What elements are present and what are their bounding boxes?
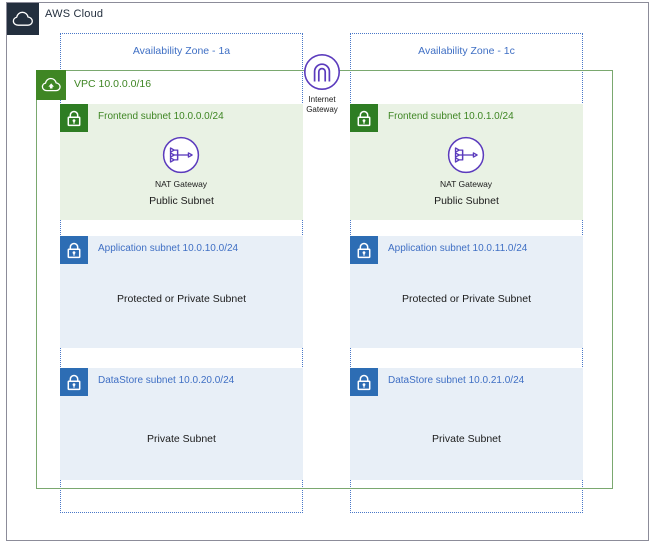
internet-gateway-label-line2: Gateway: [306, 105, 338, 114]
lock-icon: [60, 236, 88, 264]
subnet-frontend-1c-title: Frontend subnet 10.0.1.0/24: [388, 111, 514, 122]
subnet-datastore-1c: DataStore subnet 10.0.21.0/24 Private Su…: [350, 368, 583, 480]
subnet-datastore-1c-title: DataStore subnet 10.0.21.0/24: [388, 375, 525, 386]
subnet-datastore-1a: DataStore subnet 10.0.20.0/24 Private Su…: [60, 368, 303, 480]
lock-icon: [350, 368, 378, 396]
subnet-application-1c-kind: Protected or Private Subnet: [402, 293, 531, 305]
internet-gateway-icon: [303, 53, 341, 91]
nat-gateway-label-1c: NAT Gateway: [439, 179, 493, 189]
vpc-label: VPC 10.0.0.0/16: [74, 78, 152, 90]
subnet-datastore-1a-kind: Private Subnet: [147, 433, 216, 445]
subnet-datastore-1a-title: DataStore subnet 10.0.20.0/24: [98, 375, 235, 386]
nat-gateway-label-1a: NAT Gateway: [154, 179, 208, 189]
nat-gateway-node-1a: NAT Gateway: [146, 134, 216, 189]
nat-gateway-icon: [162, 136, 200, 174]
aws-cloud-label: AWS Cloud: [45, 8, 104, 20]
lock-icon: [350, 104, 378, 132]
lock-icon: [60, 104, 88, 132]
vpc-cloud-icon: [36, 70, 66, 100]
internet-gateway-label: Internet Gateway: [288, 95, 356, 115]
subnet-frontend-1c-kind: Public Subnet: [434, 195, 499, 207]
subnet-application-1a-kind: Protected or Private Subnet: [117, 293, 246, 305]
subnet-frontend-1a-kind: Public Subnet: [149, 195, 214, 207]
internet-gateway-label-line1: Internet: [308, 95, 336, 104]
lock-icon: [60, 368, 88, 396]
availability-zone-1a-title: Availability Zone - 1a: [132, 45, 231, 57]
subnet-frontend-1a: Frontend subnet 10.0.0.0/24 NAT Gateway …: [60, 104, 303, 220]
aws-cloud-icon: [7, 3, 39, 35]
subnet-frontend-1a-title: Frontend subnet 10.0.0.0/24: [98, 111, 224, 122]
subnet-application-1a-title: Application subnet 10.0.10.0/24: [98, 243, 239, 254]
subnet-application-1a: Application subnet 10.0.10.0/24 Protecte…: [60, 236, 303, 348]
subnet-datastore-1c-kind: Private Subnet: [432, 433, 501, 445]
internet-gateway-node: Internet Gateway: [288, 52, 356, 115]
nat-gateway-icon: [447, 136, 485, 174]
lock-icon: [350, 236, 378, 264]
subnet-application-1c: Application subnet 10.0.11.0/24 Protecte…: [350, 236, 583, 348]
availability-zone-1c-title: Availability Zone - 1c: [418, 45, 515, 57]
subnet-application-1c-title: Application subnet 10.0.11.0/24: [388, 243, 528, 254]
subnet-frontend-1c: Frontend subnet 10.0.1.0/24 NAT Gateway …: [350, 104, 583, 220]
nat-gateway-node-1c: NAT Gateway: [431, 134, 501, 189]
